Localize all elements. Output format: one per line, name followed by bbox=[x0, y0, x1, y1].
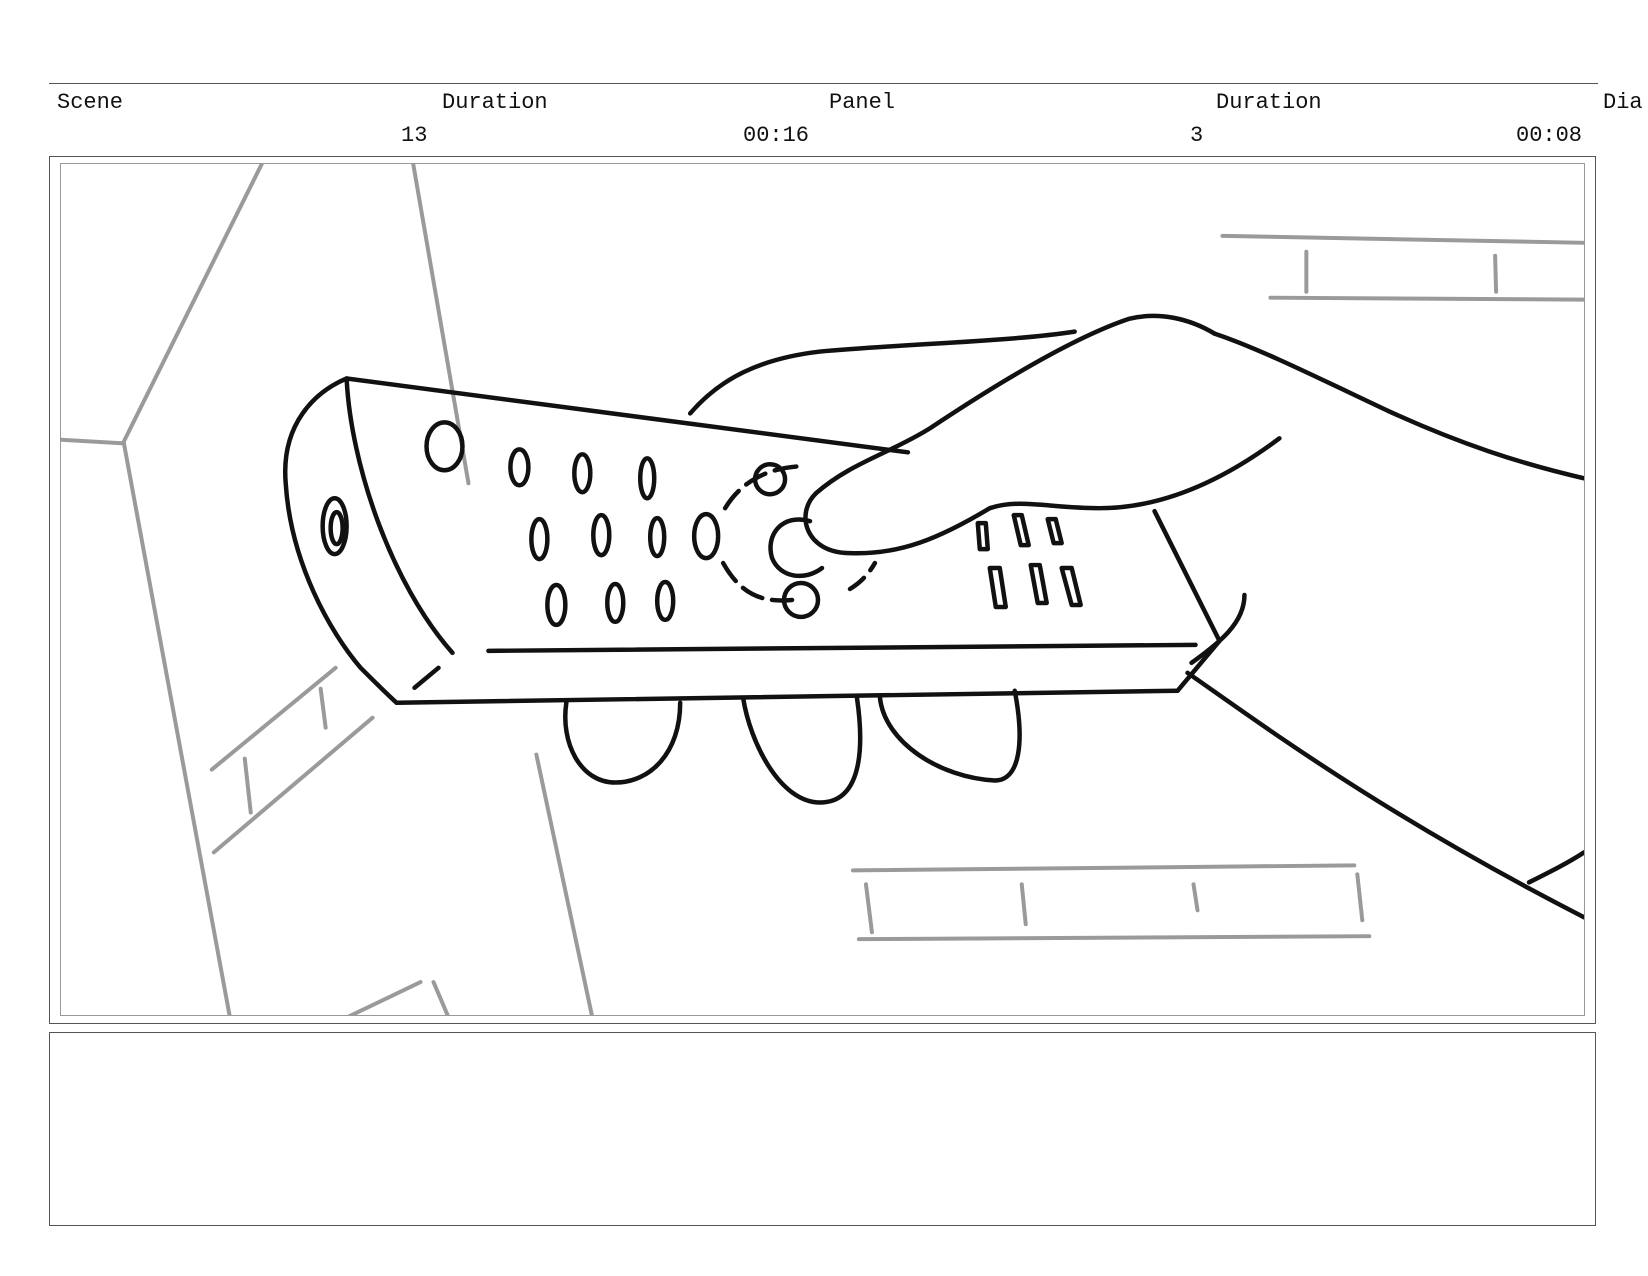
remote-and-hand bbox=[283, 313, 1584, 920]
hand-holding-remote-illustration bbox=[61, 164, 1584, 1015]
panel-label: Panel bbox=[829, 90, 896, 115]
scene-label: Scene bbox=[57, 90, 124, 115]
panel-notes-box bbox=[49, 1032, 1596, 1226]
dialogue-label: Dia bbox=[1603, 90, 1643, 115]
scene-number: 13 bbox=[401, 123, 428, 148]
panel-duration-value: 00:08 bbox=[1516, 123, 1583, 148]
scene-duration-value: 00:16 bbox=[743, 123, 810, 148]
scene-duration-label: Duration bbox=[442, 90, 548, 115]
panel-duration-label: Duration bbox=[1216, 90, 1322, 115]
background-sketch bbox=[61, 164, 1584, 1015]
storyboard-panel bbox=[60, 163, 1585, 1016]
storyboard-panel-frame bbox=[49, 156, 1596, 1024]
panel-number: 3 bbox=[1190, 123, 1204, 148]
header-rule bbox=[49, 83, 1598, 84]
